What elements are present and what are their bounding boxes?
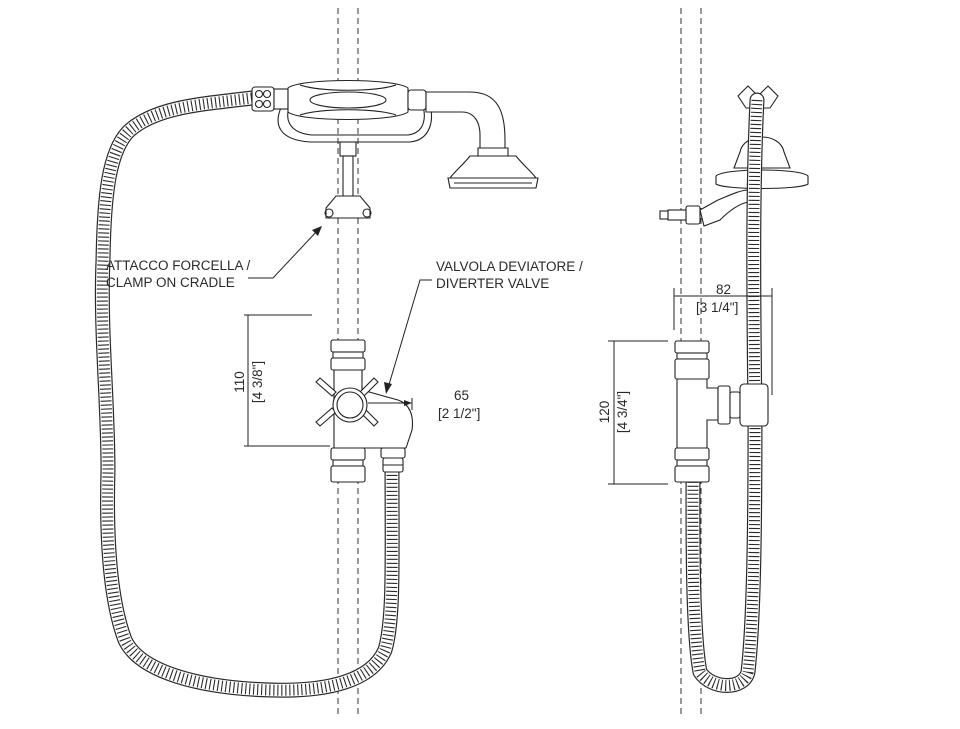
front-height-dimension bbox=[244, 314, 330, 447]
side-height-mm: 120 bbox=[597, 401, 612, 424]
valve-label-en: DIVERTER VALVE bbox=[436, 276, 549, 291]
valve-leader bbox=[384, 279, 432, 394]
side-view: 82 [3 1/4"] 120 [4 3/4"] bbox=[597, 8, 809, 718]
clamp-label-en: CLAMP ON CRADLE bbox=[106, 275, 235, 290]
side-depth-in: [3 1/4"] bbox=[696, 300, 738, 315]
handshower-side bbox=[659, 85, 809, 227]
clamp-label-it: ATTACCO FORCELLA / bbox=[106, 258, 251, 273]
clamp-leader bbox=[248, 226, 322, 279]
front-width-in: [2 1/2"] bbox=[438, 406, 480, 421]
valve-label-it: VALVOLA DEVIATORE / bbox=[436, 259, 583, 274]
front-view: ATTACCO FORCELLA / CLAMP ON CRADLE bbox=[94, 8, 583, 718]
side-depth-mm: 82 bbox=[716, 282, 731, 297]
front-width-dimension bbox=[368, 398, 413, 410]
handshower-front bbox=[251, 79, 539, 219]
side-hose bbox=[685, 92, 765, 693]
front-hose bbox=[94, 90, 400, 698]
side-depth-dimension bbox=[673, 288, 773, 395]
diverter-valve-front bbox=[315, 339, 414, 483]
diverter-valve-side bbox=[674, 340, 769, 483]
front-width-mm: 65 bbox=[454, 388, 469, 403]
side-height-in: [4 3/4"] bbox=[615, 391, 630, 433]
front-height-in: [4 3/8"] bbox=[250, 361, 265, 403]
front-height-mm: 110 bbox=[232, 371, 247, 393]
side-height-dimension bbox=[608, 340, 668, 485]
